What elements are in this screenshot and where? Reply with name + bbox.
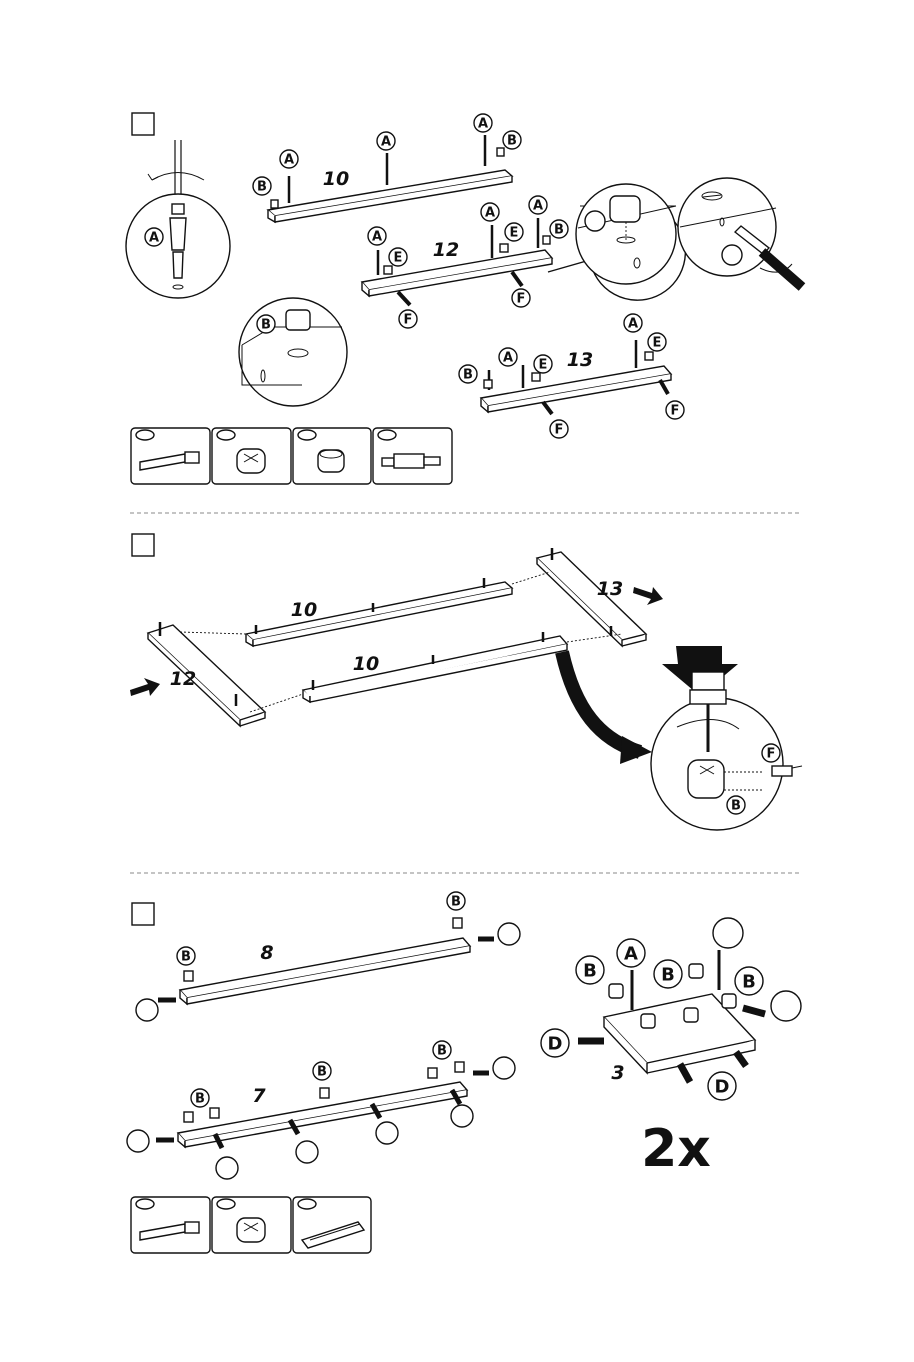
push-arrow-icon xyxy=(130,678,160,696)
svg-text:B: B xyxy=(463,368,473,383)
frame-assembly: 12 10 10 13 xyxy=(130,548,663,764)
svg-text:B: B xyxy=(583,961,597,982)
cam-lock-detail: B xyxy=(239,298,347,406)
part-number-10: 10 xyxy=(323,168,349,190)
part-number-13: 13 xyxy=(567,349,593,371)
svg-text:E: E xyxy=(510,226,519,241)
svg-text:E: E xyxy=(539,358,548,373)
svg-text:B: B xyxy=(437,1044,447,1059)
svg-text:B: B xyxy=(257,180,267,195)
panel-part-3: 3 B A B B D D xyxy=(541,918,801,1100)
part-number-12: 12 xyxy=(170,668,196,690)
svg-text:A: A xyxy=(284,153,294,168)
part-number-7: 7 xyxy=(252,1085,266,1107)
part-number-10: 10 xyxy=(353,653,379,675)
step-number-box xyxy=(132,903,154,925)
cam-bolt-icon xyxy=(172,204,184,214)
cam-nut-icon xyxy=(610,196,640,222)
cam-lock-icon xyxy=(286,310,310,330)
svg-text:E: E xyxy=(653,336,662,351)
svg-text:E: E xyxy=(394,251,403,266)
part-number-10: 10 xyxy=(291,599,317,621)
cam-lock-icon xyxy=(237,1218,265,1242)
quantity-multiplier: 2x xyxy=(641,1119,711,1179)
wooden-dowel-icon xyxy=(680,1064,690,1082)
board-part-13: 13 B A E A E F F xyxy=(459,314,684,438)
svg-text:D: D xyxy=(548,1034,563,1055)
svg-text:A: A xyxy=(628,317,638,332)
svg-text:B: B xyxy=(317,1065,327,1080)
svg-text:B: B xyxy=(507,134,517,149)
svg-text:A: A xyxy=(485,206,495,221)
connector-bolt-icon xyxy=(772,766,792,776)
step-number-box xyxy=(132,534,154,556)
screwdriver-icon xyxy=(762,252,802,287)
svg-text:F: F xyxy=(517,292,526,307)
cam-nut-icon xyxy=(318,450,344,472)
board-part-7: 7 B B B xyxy=(127,1041,515,1179)
svg-text:D: D xyxy=(715,1077,730,1098)
svg-text:F: F xyxy=(671,404,680,419)
svg-text:B: B xyxy=(661,965,675,986)
board-part-12: 12 A E A E A B F F xyxy=(362,196,568,328)
svg-text:B: B xyxy=(731,799,741,814)
svg-text:F: F xyxy=(555,423,564,438)
svg-text:B: B xyxy=(195,1092,205,1107)
svg-text:A: A xyxy=(381,135,391,150)
cam-nut-detail xyxy=(548,184,685,300)
svg-text:A: A xyxy=(503,351,513,366)
svg-text:A: A xyxy=(372,230,382,245)
rotate-arrow-icon xyxy=(152,173,204,181)
part-number-12: 12 xyxy=(433,239,459,261)
step-number-box xyxy=(132,113,154,135)
hardware-legend-step-1 xyxy=(131,428,452,484)
svg-text:B: B xyxy=(554,223,564,238)
screwdriver-detail xyxy=(678,178,802,287)
svg-text:A: A xyxy=(478,117,488,132)
board-part-10: 10 A B A A B xyxy=(253,114,521,222)
svg-text:F: F xyxy=(767,747,776,762)
svg-text:F: F xyxy=(404,313,413,328)
cam-tightening-detail: F B xyxy=(651,646,802,830)
cam-lock-icon xyxy=(453,918,462,928)
cam-lock-icon xyxy=(184,971,193,981)
wooden-dowel-icon xyxy=(736,1052,746,1066)
label-a: A xyxy=(149,231,159,246)
hardware-legend-step-3 xyxy=(131,1197,371,1253)
part-number-3: 3 xyxy=(611,1062,624,1084)
svg-text:B: B xyxy=(742,972,756,993)
cam-bolt-detail: A xyxy=(126,140,230,298)
board-part-8: 8 B B xyxy=(136,892,520,1021)
part-number-13: 13 xyxy=(597,578,623,600)
svg-text:A: A xyxy=(624,944,638,965)
svg-text:B: B xyxy=(451,895,461,910)
svg-text:A: A xyxy=(533,199,543,214)
push-arrow-icon xyxy=(633,587,663,605)
cam-lock-icon xyxy=(688,760,724,798)
label-b: B xyxy=(261,318,271,333)
part-number-8: 8 xyxy=(260,942,273,964)
cam-lock-icon xyxy=(237,449,265,473)
svg-text:B: B xyxy=(181,950,191,965)
